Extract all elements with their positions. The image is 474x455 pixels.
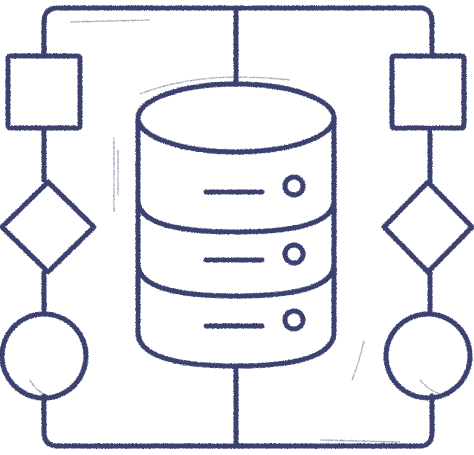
database-tier-divider	[135, 261, 337, 299]
database-tier-2-dot	[282, 242, 306, 266]
database-tier-3-dot	[282, 308, 306, 332]
database-tier-divider	[135, 197, 337, 235]
left-square-icon	[5, 53, 83, 131]
sketch-texture	[29, 19, 447, 443]
right-circle-icon	[383, 311, 473, 401]
database-top-ellipse	[135, 81, 337, 155]
database-tier-1-dot	[282, 174, 306, 198]
database-icon	[135, 81, 337, 369]
connector-lines	[41, 5, 435, 449]
database-bottom-curve	[135, 329, 337, 369]
left-circle-icon	[0, 311, 89, 401]
left-flow-chain	[0, 53, 97, 401]
right-diamond-icon	[381, 179, 474, 275]
right-flow-chain	[381, 53, 474, 401]
right-square-icon	[389, 53, 467, 131]
left-diamond-icon	[0, 179, 97, 275]
